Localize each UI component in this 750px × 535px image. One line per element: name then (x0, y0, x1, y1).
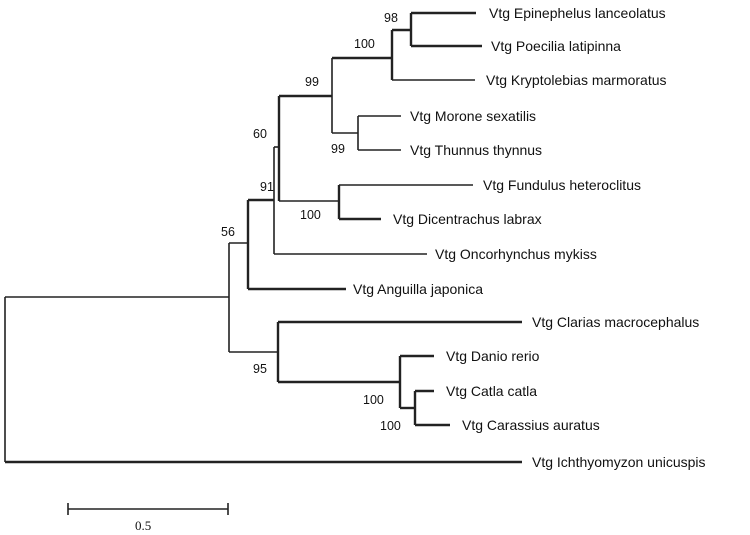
taxon-label: Vtg Thunnus thynnus (410, 142, 542, 158)
taxon-label: Vtg Catla catla (446, 383, 537, 399)
scale-bar-label: 0.5 (135, 518, 151, 533)
taxon-label: Vtg Epinephelus lanceolatus (489, 5, 666, 21)
support-value: 99 (331, 142, 345, 156)
scale-bar: 0.5 (67, 503, 229, 533)
support-value: 60 (253, 127, 267, 141)
taxon-label: Vtg Poecilia latipinna (491, 38, 621, 54)
tree-branches (4, 11, 522, 464)
taxon-label: Vtg Carassius auratus (462, 417, 600, 433)
taxon-label: Vtg Dicentrachus labrax (393, 211, 542, 227)
support-value: 56 (221, 225, 235, 239)
support-value: 95 (253, 362, 267, 376)
taxon-label: Vtg Clarias macrocephalus (532, 314, 699, 330)
support-value: 100 (380, 419, 401, 433)
taxon-label: Vtg Ichthyomyzon unicuspis (532, 454, 706, 470)
taxon-label: Vtg Danio rerio (446, 348, 540, 364)
support-value: 98 (384, 11, 398, 25)
support-value: 100 (300, 208, 321, 222)
taxon-label: Vtg Oncorhynchus mykiss (435, 246, 597, 262)
support-values: 98 100 99 99 60 100 91 56 95 100 100 (221, 11, 401, 433)
taxon-label: Vtg Fundulus heteroclitus (483, 177, 641, 193)
taxon-labels: Vtg Epinephelus lanceolatus Vtg Poecilia… (353, 5, 706, 470)
taxon-label: Vtg Morone sexatilis (410, 108, 536, 124)
support-value: 100 (363, 393, 384, 407)
support-value: 99 (305, 75, 319, 89)
taxon-label: Vtg Anguilla japonica (353, 281, 483, 297)
support-value: 100 (354, 37, 375, 51)
support-value: 91 (260, 180, 274, 194)
taxon-label: Vtg Kryptolebias marmoratus (486, 72, 667, 88)
